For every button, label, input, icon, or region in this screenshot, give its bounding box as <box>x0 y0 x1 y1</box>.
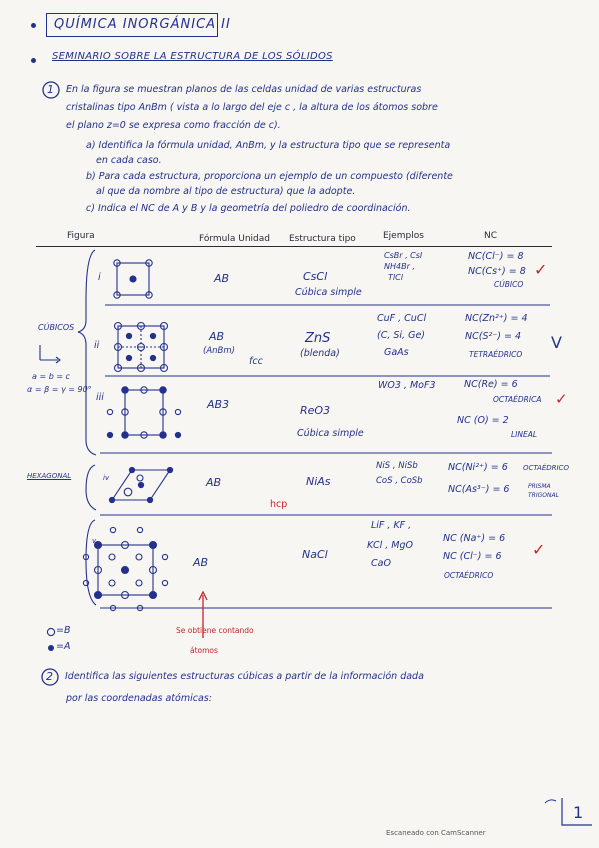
q1-item-c: c) Indica el NC de A y B y la geometría … <box>86 203 411 214</box>
header-formula: Fórmula Unidad <box>199 234 270 244</box>
header-nc: NC <box>484 231 498 241</box>
q2-number: 2 <box>46 670 53 683</box>
row-iii-nc-2: OCTAÉDRICA <box>493 395 542 404</box>
row-ii-structure-2: (blenda) <box>300 348 340 359</box>
q1-item-a-1: a) Identifica la fórmula unidad, AnBm, y… <box>86 140 451 151</box>
row-ii-structure-1: ZnS <box>305 331 331 346</box>
header-rule <box>36 246 552 248</box>
title-bullet <box>31 23 36 28</box>
row-iv-nc-2: OCTAÉDRICO <box>523 464 569 472</box>
hexagonal-label: HEXAGONAL <box>27 472 72 480</box>
cubic-condition-2: α = β = γ = 90° <box>27 385 92 394</box>
row-v-nc-3: OCTAÉDRICO <box>444 571 494 580</box>
row-ii-example-3: GaAs <box>384 347 409 358</box>
legend-a-label: =A <box>56 641 71 652</box>
row-iv-nc-1: NC(Ni²⁺) = 6 <box>448 462 508 473</box>
row-ii-id: ii <box>94 340 100 351</box>
row-iv-example-2: CoS , CoSb <box>376 476 423 486</box>
q1-item-a-2: en cada caso. <box>96 155 162 166</box>
row-iii-structure-1: ReO3 <box>300 404 331 417</box>
q1-number: 1 <box>47 83 54 96</box>
row-i-formula: AB <box>214 272 230 285</box>
row-i-check: ✓ <box>534 260 548 279</box>
row-ii-example-1: CuF , CuCl <box>377 313 427 324</box>
page-title: QUÍMICA INORGÁNICA II <box>54 17 231 32</box>
row-i-nc-2: NC(Cs⁺) = 8 <box>468 266 526 277</box>
row-i-nc-1: NC(Cl⁻) = 8 <box>468 251 524 262</box>
row-v-id: v <box>92 537 97 545</box>
row-iv-nc-3: NC(As³⁻) = 6 <box>448 484 510 495</box>
row-iii-nc-4: LINEAL <box>511 430 538 439</box>
row-i-example-1: CsBr , CsI <box>384 251 423 260</box>
row-iv-formula: AB <box>206 476 222 489</box>
q2-line-1: Identifica las siguientes estructuras cú… <box>65 671 424 682</box>
row-iii-check: ✓ <box>555 390 568 408</box>
header-ejemplos: Ejemplos <box>383 231 424 241</box>
title-box <box>46 13 218 37</box>
row-ii-check: V <box>551 333 562 352</box>
row-i-id: i <box>98 272 101 283</box>
row-i-example-2: NH4Br , <box>384 262 415 271</box>
row-v-example-1: LiF , KF , <box>371 520 412 531</box>
row-ii-extra: fcc <box>249 356 263 367</box>
row-iii-structure-2: Cúbica simple <box>297 428 364 439</box>
page-number: 1 <box>573 803 584 822</box>
row-iv-structure-1: NiAs <box>306 475 331 488</box>
row-ii-example-2: (C, Si, Ge) <box>377 330 426 341</box>
annotation-line-2: átomos <box>190 646 218 655</box>
row-v-example-3: CaO <box>371 558 391 569</box>
legend-b-label: =B <box>56 625 71 636</box>
row-ii-nc-3: TETRAÉDRICO <box>469 350 523 359</box>
legend-b-text: B <box>63 625 71 636</box>
page-subtitle: SEMINARIO SOBRE LA ESTRUCTURA DE LOS SÓL… <box>52 51 333 62</box>
row-v-example-2: KCl , MgO <box>367 540 414 551</box>
row-iii-example-1: WO3 , MoF3 <box>378 380 436 391</box>
q1-intro-line-2: cristalinas tipo AnBm ( vista a lo largo… <box>66 102 438 113</box>
row-v-formula: AB <box>193 556 209 569</box>
cubic-condition-1: a = b = c <box>32 372 70 381</box>
q1-item-b-2: al que da nombre al tipo de estructura) … <box>96 186 356 197</box>
row-v-nc-1: NC (Na⁺) = 6 <box>443 533 506 544</box>
row-i-example-3: TlCl <box>388 273 403 282</box>
annotation-line-1: Se obtiene contando <box>176 626 254 635</box>
row-i-structure-1: CsCl <box>303 270 328 283</box>
row-iii-nc-1: NC(Re) = 6 <box>464 379 518 390</box>
row-iv-example-1: NiS , NiSb <box>376 461 418 471</box>
row-v-check: ✓ <box>532 540 546 559</box>
scanner-watermark: Escaneado con CamScanner <box>386 829 486 837</box>
row-iv-nc-4: PRISMA TRIGONAL <box>528 483 559 499</box>
legend-a-text: A <box>63 641 71 652</box>
row-iv-id: iv <box>103 474 110 482</box>
header-estructura: Estructura tipo <box>289 234 356 244</box>
row-ii-nc-1: NC(Zn²⁺) = 4 <box>465 313 528 324</box>
header-figura: Figura <box>67 231 95 241</box>
cubic-label: CÚBICOS <box>38 323 75 332</box>
row-i-nc-3: CÚBICO <box>494 280 524 289</box>
q1-intro-line-1: En la figura se muestran planos de las c… <box>66 84 422 95</box>
row-iv-extra: hcp <box>270 499 288 510</box>
row-iii-nc-3: NC (O) = 2 <box>457 415 509 426</box>
subtitle-bullet <box>31 58 36 63</box>
row-i-structure-2: Cúbica simple <box>295 287 362 298</box>
row-ii-formula: AB <box>209 330 225 343</box>
q1-item-b-1: b) Para cada estructura, proporciona un … <box>86 171 453 182</box>
q1-intro-line-3: el plano z=0 se expresa como fracción de… <box>66 120 281 131</box>
row-iii-formula: AB3 <box>207 398 230 411</box>
row-v-structure-1: NaCl <box>302 548 328 561</box>
row-iii-id: iii <box>96 392 104 403</box>
row-ii-formula-note: (AnBm) <box>203 346 235 356</box>
row-ii-nc-2: NC(S²⁻) = 4 <box>465 331 522 342</box>
row-v-nc-2: NC (Cl⁻) = 6 <box>443 551 502 562</box>
q2-line-2: por las coordenadas atómicas: <box>66 693 212 704</box>
